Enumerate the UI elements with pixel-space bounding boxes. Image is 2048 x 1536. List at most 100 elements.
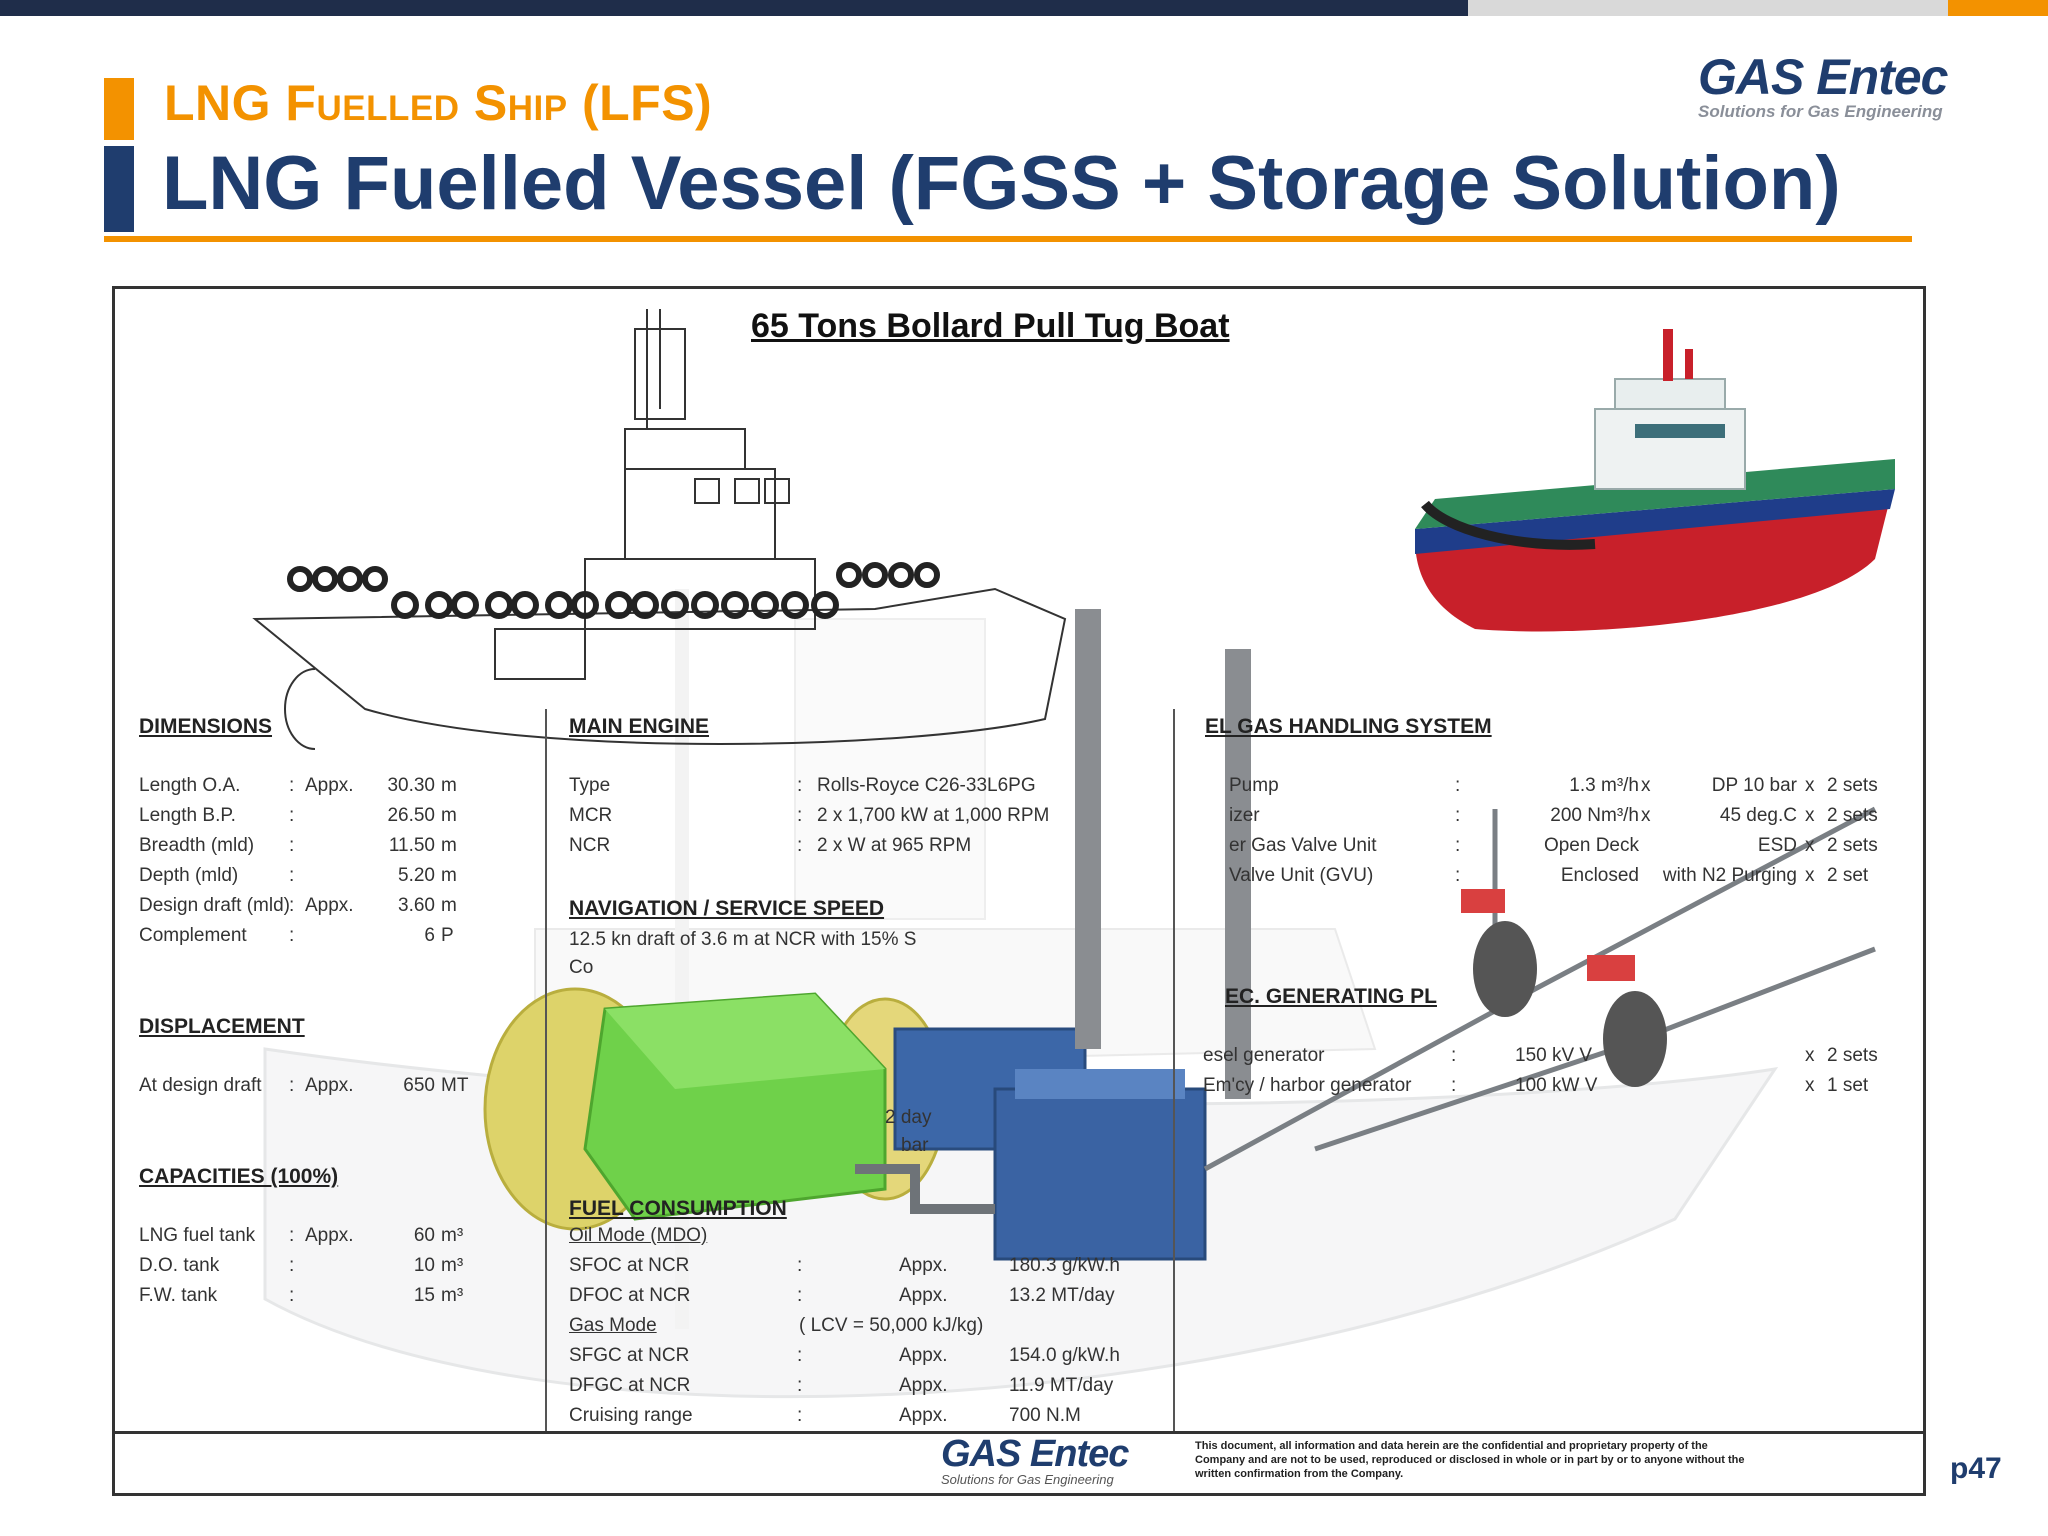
spec-value: 2 x 1,700 kW at 1,000 RPM — [817, 805, 1050, 826]
spec-value: 60 — [413, 1225, 435, 1246]
spec-label: LNG fuel tank — [139, 1225, 256, 1246]
top-bar-orange — [1948, 0, 2048, 16]
oil-mode-label: Oil Mode (MDO) — [569, 1225, 708, 1246]
spec-value: 650 — [403, 1075, 435, 1096]
spec-row: Cruising range:Appx.700 N.M — [569, 1405, 1169, 1433]
spec-unit: m — [441, 775, 457, 796]
spec-value: 6 — [424, 925, 435, 946]
spec-x1: x — [1641, 805, 1651, 826]
spec-rate: Enclosed — [1560, 865, 1639, 886]
fragment-bar: bar — [901, 1135, 929, 1156]
disclaimer-text: This document, all information and data … — [1195, 1440, 1745, 1480]
spec-sep: : — [797, 775, 803, 796]
spec-qty: 1 set — [1827, 1075, 1869, 1096]
spec-row: SFGC at NCR:Appx.154.0 g/kW.h — [569, 1345, 1169, 1373]
spec-row: SFOC at NCR:Appx.180.3 g/kW.h — [569, 1255, 1169, 1283]
spec-label: At design draft — [139, 1075, 262, 1096]
sheet-footer-logo: GAS Entec Solutions for Gas Engineering — [941, 1433, 1181, 1487]
spec-sep: : — [797, 1285, 803, 1306]
spec-qual: Appx. — [899, 1285, 948, 1306]
title-underline — [104, 236, 1912, 242]
spec-x2: x — [1805, 775, 1815, 796]
spec-qual: Appx. — [899, 1345, 948, 1366]
spec-sep: : — [797, 805, 803, 826]
spec-x: x — [1805, 1075, 1815, 1096]
spec-value: 13.2 MT/day — [1009, 1285, 1115, 1306]
navigation-line-2: Co — [569, 957, 594, 978]
spec-sep: : — [289, 835, 295, 856]
slide-subtitle: LNG Fuelled Ship (LFS) — [164, 75, 713, 131]
spec-label: NCR — [569, 835, 611, 856]
page-number: p47 — [1950, 1452, 2002, 1485]
spec-row: MCR:2 x 1,700 kW at 1,000 RPM — [569, 805, 1169, 833]
slide-title: LNG Fuelled Vessel (FGSS + Storage Solut… — [162, 141, 1841, 226]
fragment-day: 2 day — [885, 1107, 932, 1128]
spec-spec: ESD — [1757, 835, 1797, 856]
column-divider-right — [1173, 709, 1175, 1431]
spec-unit: m — [441, 805, 457, 826]
spec-value: 11.50 — [388, 835, 435, 856]
spec-qty: 2 sets — [1827, 835, 1878, 856]
spec-sep: : — [289, 805, 295, 826]
spec-value: 3.60 — [398, 895, 435, 916]
spec-row: Type:Rolls-Royce C26-33L6PG — [569, 775, 1169, 803]
spec-label: Pump — [1229, 775, 1279, 796]
spec-value: 150 kV V — [1515, 1045, 1593, 1066]
spec-qual: Appx. — [305, 1075, 354, 1096]
spec-value: 11.9 MT/day — [1009, 1375, 1114, 1396]
top-bar-light — [1468, 0, 1948, 16]
spec-label: MCR — [569, 805, 613, 826]
spec-label: Em'cy / harbor generator — [1203, 1075, 1412, 1096]
spec-sep: : — [289, 925, 295, 946]
spec-qty: 2 sets — [1827, 805, 1878, 826]
spec-row: DFGC at NCR:Appx.11.9 MT/day — [569, 1375, 1169, 1403]
spec-value: 15 — [413, 1285, 435, 1306]
spec-label: er Gas Valve Unit — [1229, 835, 1377, 856]
tug-boat-render — [1415, 329, 1895, 632]
sheet-title: 65 Tons Bollard Pull Tug Boat — [751, 307, 1230, 345]
spec-label: Complement — [139, 925, 247, 946]
spec-qty: 2 set — [1827, 865, 1869, 886]
electric-heading: EC. GENERATING PL — [1225, 985, 1437, 1008]
spec-value: 10 — [413, 1255, 435, 1276]
spec-x2: x — [1805, 835, 1815, 856]
spec-label: SFGC at NCR — [569, 1345, 690, 1366]
footer-logo-wordmark: GAS Entec — [941, 1433, 1129, 1475]
spec-sep: : — [1455, 865, 1461, 886]
spec-label: Depth (mld) — [139, 865, 239, 886]
spec-sep: : — [289, 1285, 295, 1306]
spec-sep: : — [289, 775, 295, 796]
spec-rate: Open Deck — [1543, 835, 1639, 856]
spec-sep: : — [797, 1405, 803, 1426]
footer-logo-tagline: Solutions for Gas Engineering — [941, 1472, 1114, 1487]
spec-sep: : — [797, 1345, 803, 1366]
spec-value: 5.20 — [398, 865, 435, 886]
spec-label: DFOC at NCR — [569, 1285, 691, 1306]
spec-qty: 2 sets — [1827, 775, 1878, 796]
displacement-heading: DISPLACEMENT — [139, 1015, 305, 1038]
spec-sep: : — [289, 1075, 295, 1096]
spec-label: Length B.P. — [139, 805, 236, 826]
spec-x2: x — [1805, 865, 1815, 886]
spec-label: DFGC at NCR — [569, 1375, 691, 1396]
spec-unit: m³ — [441, 1225, 464, 1246]
logo-tagline: Solutions for Gas Engineering — [1698, 102, 1943, 121]
spec-sep: : — [1455, 805, 1461, 826]
spec-unit: P — [441, 925, 454, 946]
spec-qty: 2 sets — [1827, 1045, 1878, 1066]
spec-row: DFOC at NCR: Appx. 13.2 MT/day — [569, 1285, 1169, 1313]
fenders-row — [287, 562, 940, 619]
spec-sep: : — [1455, 775, 1461, 796]
spec-qual: Appx. — [305, 775, 354, 796]
spec-sep: : — [797, 1375, 803, 1396]
spec-row: NCR:2 x W at 965 RPM — [569, 835, 1169, 863]
spec-value: 100 kW V — [1515, 1075, 1598, 1096]
spec-sep: : — [289, 1255, 295, 1276]
